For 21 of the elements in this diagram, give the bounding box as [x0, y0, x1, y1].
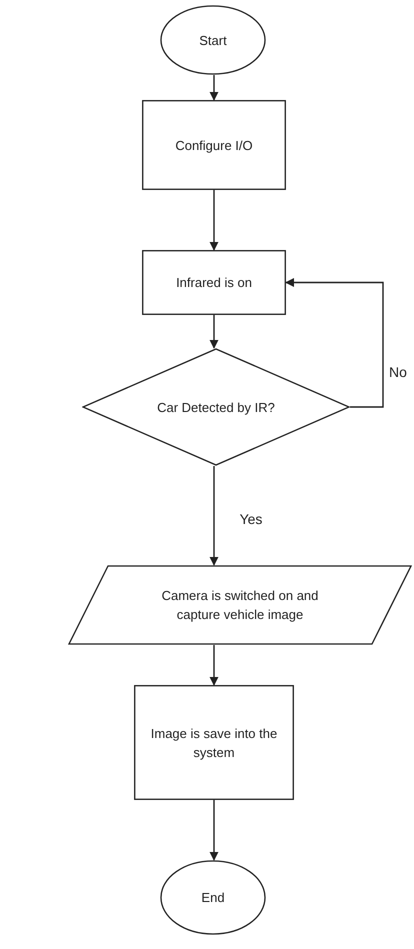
terminal-ellipse: [160, 5, 266, 75]
node-label: Image is save into the system: [150, 724, 278, 762]
arrow: [210, 800, 218, 861]
node-label: Infrared is on: [176, 274, 252, 292]
process-box: [134, 685, 294, 800]
process-box: [142, 100, 286, 190]
node-label: Configure I/O: [175, 136, 253, 154]
node-label: Car Detected by IR?: [157, 398, 275, 416]
arrow: [210, 315, 218, 349]
process-box: [142, 250, 286, 315]
arrow: [210, 466, 218, 566]
io-parallelogram: [68, 565, 412, 645]
arrow: [285, 278, 384, 408]
decision-diamond: [82, 348, 350, 466]
node-label: Camera is switched on and capture vehicle image: [160, 587, 320, 624]
node-label: Start: [199, 32, 227, 50]
arrow: [210, 645, 218, 686]
node-label: End: [201, 889, 225, 907]
arrow: [210, 190, 218, 251]
arrow: [210, 75, 218, 101]
terminal-ellipse: [160, 860, 266, 935]
